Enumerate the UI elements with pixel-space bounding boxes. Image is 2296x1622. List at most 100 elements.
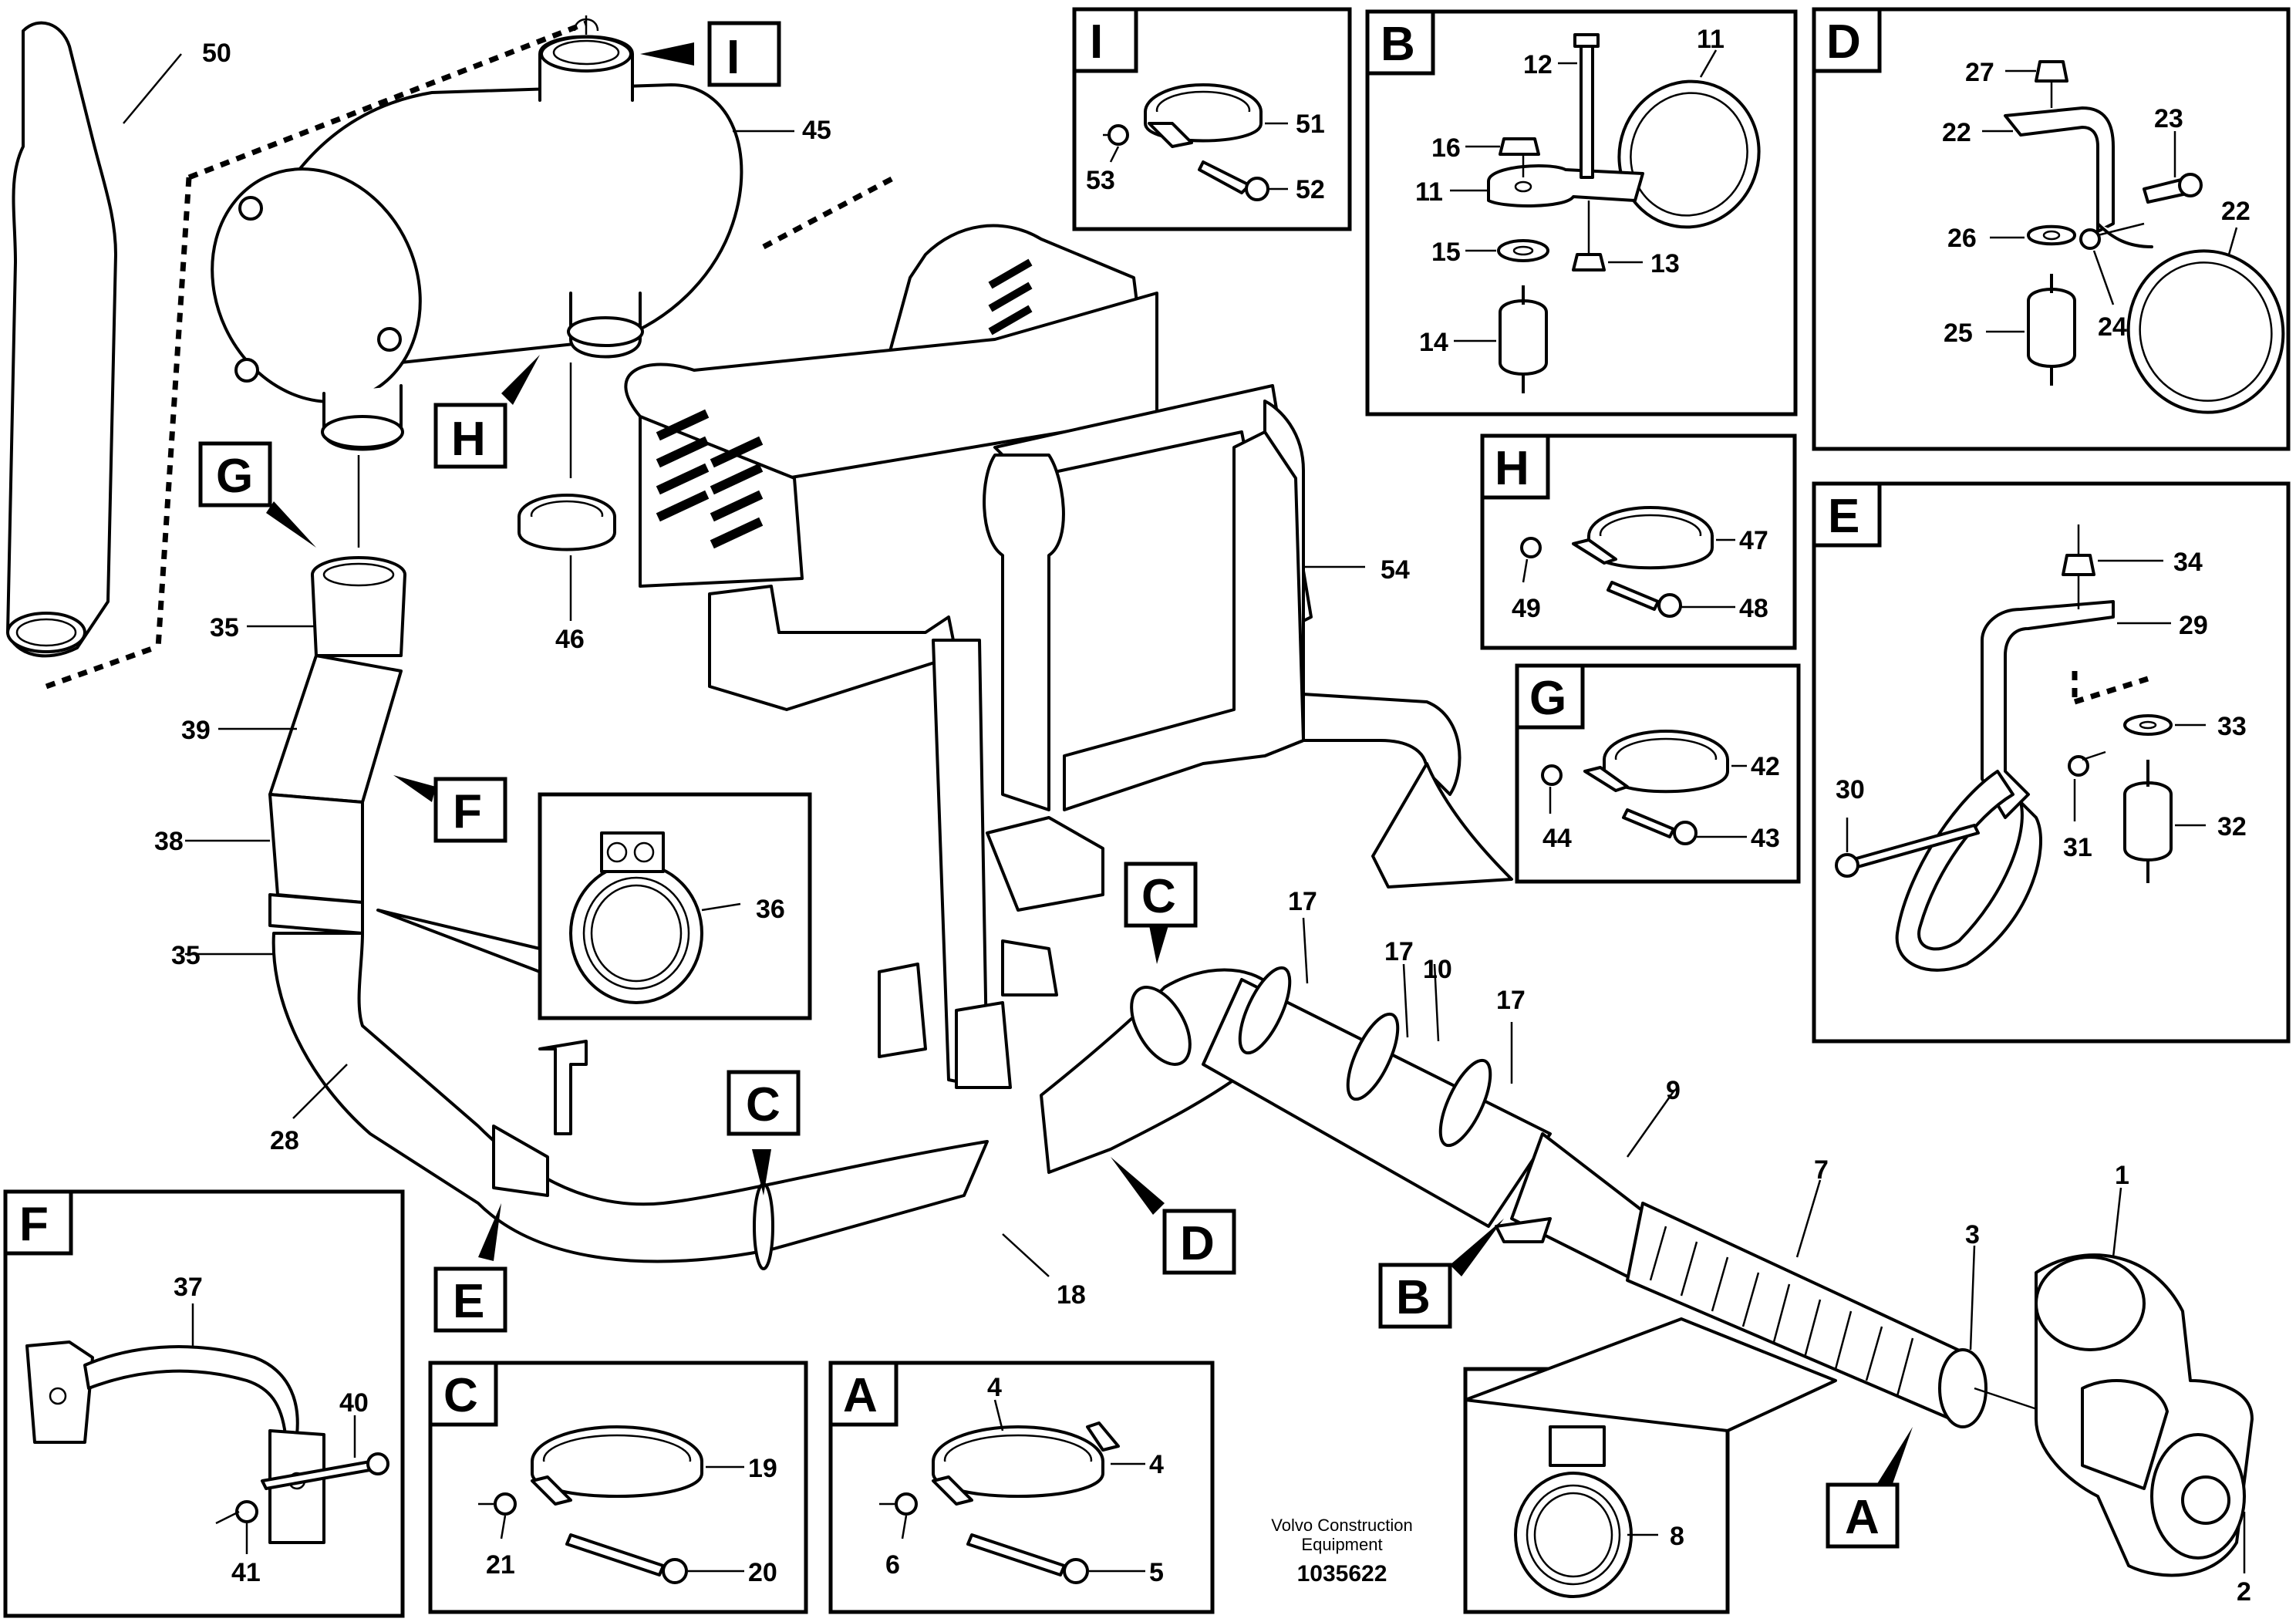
detail-box-I: I 51 52 53 <box>1072 7 1352 231</box>
callout-39: 39 <box>181 716 211 745</box>
label-G-main: G <box>216 450 253 503</box>
callout-7: 7 <box>1814 1155 1829 1185</box>
callout-16: 16 <box>1431 133 1461 163</box>
callout-50: 50 <box>202 39 231 68</box>
intake-elbow-pipe <box>268 455 989 1270</box>
callout-41: 41 <box>231 1558 261 1587</box>
detail-box-C: C 19 20 21 <box>428 1361 808 1614</box>
callout-21: 21 <box>486 1550 515 1580</box>
callout-35a: 35 <box>210 613 239 642</box>
label-I-main: I <box>727 31 740 84</box>
callout-37: 37 <box>174 1273 203 1302</box>
callout-11b: 11 <box>1415 177 1443 207</box>
gasket <box>518 363 616 551</box>
callout-6: 6 <box>885 1550 900 1580</box>
label-A-main: A <box>1845 1491 1880 1544</box>
detail-H-letter: H <box>1495 442 1529 495</box>
label-F-main: F <box>453 785 482 838</box>
callout-10: 10 <box>1423 955 1452 984</box>
callout-17c: 17 <box>1496 986 1526 1015</box>
callout-22a: 22 <box>1942 118 1971 147</box>
callout-26: 26 <box>1947 224 1977 253</box>
detail-B-letter: B <box>1381 18 1415 71</box>
callout-3: 3 <box>1965 1220 1980 1249</box>
detail-E-letter: E <box>1828 490 1859 543</box>
clamp-inset-36 <box>376 792 812 1020</box>
credit-line-2: Equipment <box>1301 1535 1382 1554</box>
callout-40: 40 <box>339 1388 369 1418</box>
label-E-main: E <box>453 1275 484 1328</box>
callout-32: 32 <box>2217 812 2247 841</box>
callout-28: 28 <box>270 1126 299 1155</box>
callout-8: 8 <box>1670 1522 1684 1551</box>
callout-2: 2 <box>2237 1577 2251 1607</box>
callout-17a: 17 <box>1288 887 1317 916</box>
callout-43: 43 <box>1751 824 1780 853</box>
callout-20: 20 <box>748 1558 777 1587</box>
detail-box-G: G 42 43 44 <box>1515 663 1801 884</box>
callout-12: 12 <box>1523 50 1553 79</box>
leader-lines <box>123 53 2246 1573</box>
callout-31: 31 <box>2063 833 2092 862</box>
detail-G-letter: G <box>1529 672 1566 725</box>
detail-box-D: D 27 22 23 22 26 24 25 <box>1812 7 2291 451</box>
callout-9: 9 <box>1666 1076 1681 1105</box>
callout-24: 24 <box>2098 312 2127 342</box>
callout-33: 33 <box>2217 712 2247 741</box>
callout-49: 49 <box>1512 594 1541 623</box>
exhaust-stack-pipe <box>6 21 192 690</box>
callout-4a: 4 <box>987 1373 1002 1402</box>
callout-11a: 11 <box>1697 25 1725 54</box>
label-H-main: H <box>451 413 486 466</box>
main-letter-callouts <box>198 21 1913 1549</box>
callout-48: 48 <box>1739 594 1768 623</box>
callout-5: 5 <box>1149 1558 1164 1587</box>
callout-53: 53 <box>1086 166 1115 195</box>
label-C-main-right: C <box>1141 870 1176 923</box>
callout-35b: 35 <box>171 941 201 970</box>
callout-52: 52 <box>1296 175 1325 204</box>
clamp-inset-8 <box>1463 1317 1837 1614</box>
drawing-number: 1035622 <box>1297 1561 1387 1587</box>
exhaust-main-pipe <box>1040 966 2254 1577</box>
detail-box-B: B 12 11 16 11 15 13 14 <box>1365 9 1798 416</box>
callout-23: 23 <box>2154 104 2183 133</box>
detail-D-letter: D <box>1826 15 1861 69</box>
callout-14: 14 <box>1419 328 1448 357</box>
callout-51: 51 <box>1296 110 1325 139</box>
callout-19: 19 <box>748 1454 777 1483</box>
callout-34: 34 <box>2173 548 2203 577</box>
callout-18: 18 <box>1057 1280 1086 1310</box>
callout-42: 42 <box>1751 752 1780 781</box>
label-C-main-left: C <box>746 1078 781 1131</box>
credit-line-1: Volvo Construction <box>1271 1516 1412 1535</box>
callout-45: 45 <box>802 116 831 145</box>
detail-I-letter: I <box>1090 15 1103 69</box>
label-B-main: B <box>1396 1271 1431 1324</box>
detail-A-letter: A <box>843 1369 878 1422</box>
callout-36: 36 <box>756 895 785 924</box>
detail-F-letter: F <box>19 1198 49 1251</box>
callout-30: 30 <box>1836 775 1865 804</box>
callout-17b: 17 <box>1384 937 1414 966</box>
detail-box-H: H 47 48 49 <box>1480 433 1797 650</box>
detail-box-E: E 34 29 33 32 31 30 <box>1812 481 2291 1044</box>
muffler-frame <box>624 224 1513 1089</box>
callout-22b: 22 <box>2221 197 2250 226</box>
callout-47: 47 <box>1739 526 1768 555</box>
callout-29: 29 <box>2179 611 2208 640</box>
callout-25: 25 <box>1944 319 1973 348</box>
detail-box-A: A 4 4 5 6 <box>828 1361 1215 1614</box>
callout-44: 44 <box>1542 824 1572 853</box>
callout-13: 13 <box>1650 249 1680 278</box>
callout-1: 1 <box>2115 1161 2129 1190</box>
label-D-main: D <box>1180 1217 1215 1270</box>
callout-27: 27 <box>1965 58 1994 87</box>
callout-4b: 4 <box>1149 1450 1164 1479</box>
callout-54: 54 <box>1381 555 1410 585</box>
detail-box-F: F 37 40 41 <box>3 1189 405 1618</box>
callout-15: 15 <box>1431 238 1461 267</box>
muffler <box>187 15 896 451</box>
detail-C-letter: C <box>443 1369 478 1422</box>
